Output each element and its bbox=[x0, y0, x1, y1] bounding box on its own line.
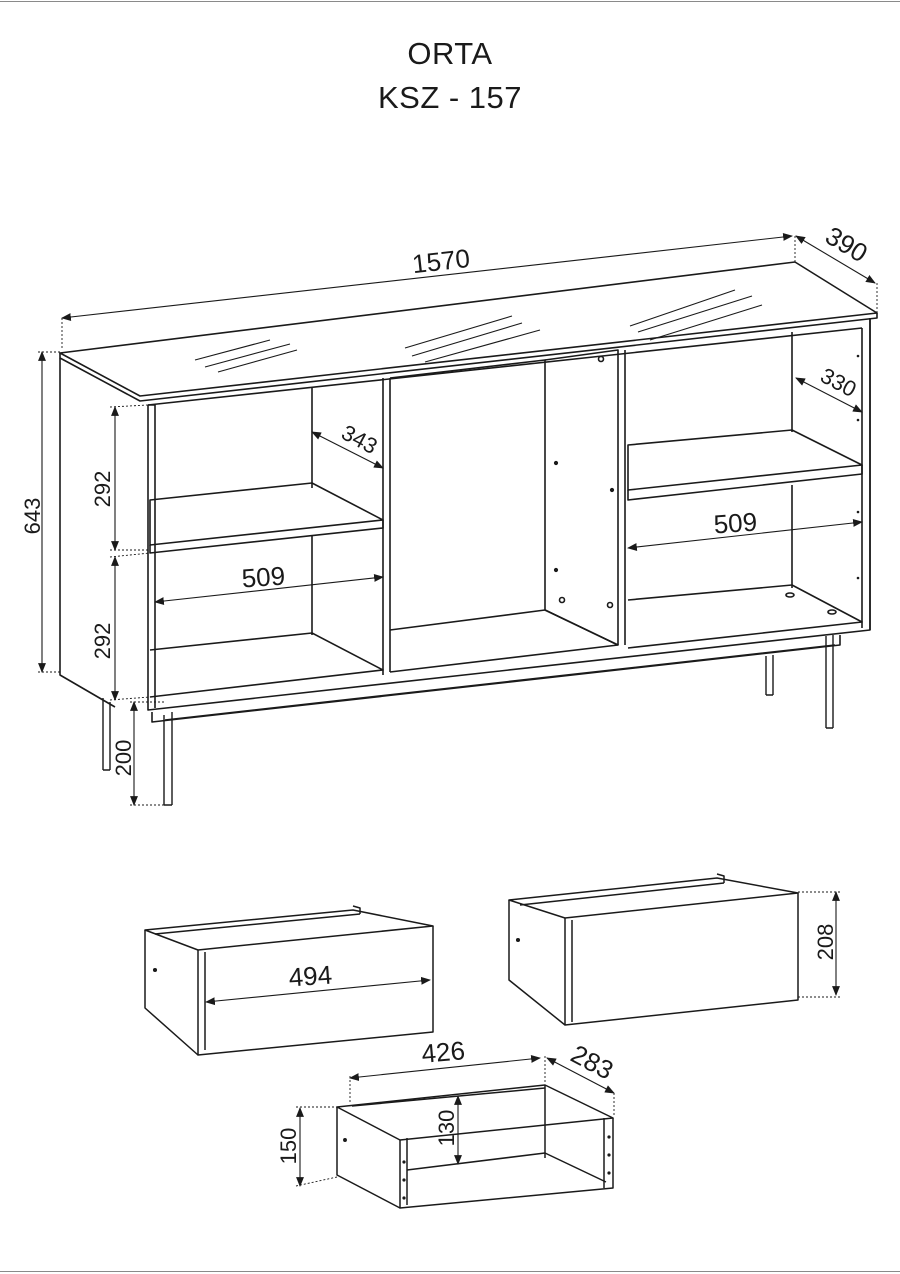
drawer-box-ext-lines bbox=[295, 1056, 615, 1187]
top-frame-line bbox=[0, 1, 900, 2]
dim-lower-height-label: 292 bbox=[90, 623, 115, 660]
middle-bottom-panel bbox=[389, 609, 619, 673]
left-shelf-upper-edge bbox=[149, 520, 384, 554]
legs bbox=[102, 635, 834, 806]
right-shelf-edge bbox=[627, 465, 863, 501]
drawer-box bbox=[336, 1084, 614, 1209]
front-drawer bbox=[144, 905, 434, 1056]
dim-leg-height-label: 200 bbox=[111, 740, 136, 777]
back-drawer-height-label: 208 bbox=[813, 924, 838, 961]
drawer-box-dimensions bbox=[296, 1054, 615, 1187]
dim-right-width-label: 509 bbox=[713, 507, 758, 540]
pin-hole bbox=[553, 460, 559, 466]
cable-hole bbox=[827, 609, 837, 615]
model-name: ORTA bbox=[407, 36, 493, 71]
left-shelf-upper bbox=[149, 482, 384, 546]
extension-lines bbox=[38, 236, 878, 806]
front-drawer-width-label: 494 bbox=[288, 960, 333, 993]
box-inner-height-label: 130 bbox=[434, 1110, 459, 1147]
dim-upper-height-label: 292 bbox=[90, 471, 115, 508]
pin-holes-right bbox=[856, 354, 860, 580]
hinge-hole bbox=[558, 596, 566, 604]
sideboard bbox=[59, 261, 878, 806]
base-frame bbox=[151, 635, 841, 723]
middle-back bbox=[389, 359, 546, 610]
cable-hole bbox=[785, 592, 795, 598]
dim-left-width-label: 509 bbox=[241, 561, 286, 594]
right-bottom-panel bbox=[627, 584, 863, 649]
left-divider bbox=[382, 378, 391, 675]
bottom-frame-line bbox=[0, 1271, 900, 1272]
carcass-front bbox=[147, 318, 871, 711]
left-compartment-back bbox=[148, 404, 156, 708]
dim-right-shelf-depth-label: 330 bbox=[816, 363, 860, 402]
dim-height-label: 643 bbox=[20, 498, 45, 535]
left-bottom-panel bbox=[149, 632, 384, 698]
front-drawer-width-dim bbox=[205, 976, 431, 1006]
back-drawer bbox=[508, 873, 799, 1026]
dim-depth-label: 390 bbox=[820, 220, 873, 268]
box-depth-label: 283 bbox=[566, 1039, 618, 1086]
right-side-panel bbox=[861, 318, 871, 630]
back-drawer-ext-lines bbox=[798, 891, 842, 998]
glass-top bbox=[59, 261, 878, 402]
left-side-panel bbox=[59, 358, 116, 708]
box-outer-height-label: 150 bbox=[276, 1128, 301, 1165]
hinge-hole bbox=[597, 355, 605, 363]
glass-reflection-marks bbox=[194, 289, 763, 373]
carcass-top-underside bbox=[147, 327, 863, 406]
box-width-label: 426 bbox=[420, 1035, 466, 1069]
hinge-hole bbox=[606, 601, 614, 609]
right-shelf bbox=[627, 429, 863, 491]
model-code: KSZ - 157 bbox=[377, 80, 523, 115]
pin-hole bbox=[609, 487, 615, 493]
sideboard-dimensions bbox=[38, 233, 876, 806]
dim-left-shelf-depth-label: 343 bbox=[337, 420, 381, 459]
middle-right-panel bbox=[544, 349, 619, 646]
pin-hole bbox=[553, 567, 559, 573]
dim-width-label: 1570 bbox=[411, 243, 472, 279]
